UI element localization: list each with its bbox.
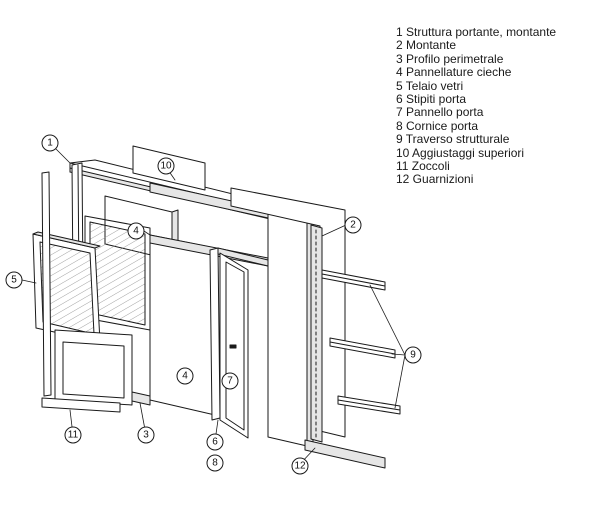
bottom-gasket-rail <box>304 439 386 469</box>
callouts: 1 10 2 4 5 4 7 9 <box>5 134 422 475</box>
right-tall-panel <box>267 212 314 447</box>
callout-11: 11 <box>64 426 82 444</box>
svg-text:4: 4 <box>133 226 139 237</box>
legend-item: 12 Guarnizioni <box>396 172 474 187</box>
legend-item: 2 Montante <box>396 38 457 53</box>
callout-2: 2 <box>344 216 362 234</box>
legend-item: 4 Pannellature cieche <box>396 65 512 80</box>
legend-item: 8 Cornice porta <box>396 118 479 133</box>
legend-item: 3 Profilo perimetrale <box>396 51 504 66</box>
door-panel <box>219 252 249 439</box>
perimeter-profile <box>131 391 151 406</box>
svg-text:1: 1 <box>47 138 53 149</box>
callout-4-upper: 4 <box>127 222 145 240</box>
lower-left-blind-panel <box>54 329 133 406</box>
callout-6: 6 <box>206 433 224 451</box>
callout-10: 10 <box>157 157 175 175</box>
svg-text:7: 7 <box>227 376 233 387</box>
legend-item: 6 Stipiti porta <box>396 92 467 107</box>
legend-item: 1 Struttura portante, montante <box>396 25 557 39</box>
svg-text:9: 9 <box>410 350 416 361</box>
legend-item: 9 Traverso strutturale <box>396 132 510 147</box>
baseboard <box>41 397 121 413</box>
svg-text:5: 5 <box>11 275 17 286</box>
legend: 1 Struttura portante, montante 2 Montant… <box>396 25 557 187</box>
callout-5: 5 <box>5 271 23 289</box>
upright-profile <box>310 224 323 443</box>
left-perimeter-post <box>41 171 52 397</box>
callout-4-central: 4 <box>176 367 194 385</box>
legend-item: 10 Aggiustaggi superiori <box>396 145 525 160</box>
svg-text:12: 12 <box>294 461 306 472</box>
legend-item: 11 Zoccoli <box>396 159 450 174</box>
callout-12: 12 <box>291 457 309 475</box>
structural-crossbar-top <box>321 269 386 291</box>
svg-text:8: 8 <box>212 458 218 469</box>
structural-crossbar-bottom <box>337 395 401 415</box>
svg-text:10: 10 <box>160 161 172 172</box>
legend-item: 7 Pannello porta <box>396 105 484 120</box>
svg-text:6: 6 <box>212 437 218 448</box>
svg-text:4: 4 <box>182 371 188 382</box>
callout-9: 9 <box>404 346 422 364</box>
svg-text:2: 2 <box>350 220 356 231</box>
callout-8: 8 <box>206 454 224 472</box>
legend-item: 5 Telaio vetri <box>396 78 464 93</box>
svg-text:11: 11 <box>68 430 79 441</box>
callout-7: 7 <box>221 372 239 390</box>
callout-1: 1 <box>41 134 59 152</box>
callout-3: 3 <box>137 426 155 444</box>
structural-crossbar-middle <box>329 337 396 359</box>
svg-text:3: 3 <box>143 430 149 441</box>
